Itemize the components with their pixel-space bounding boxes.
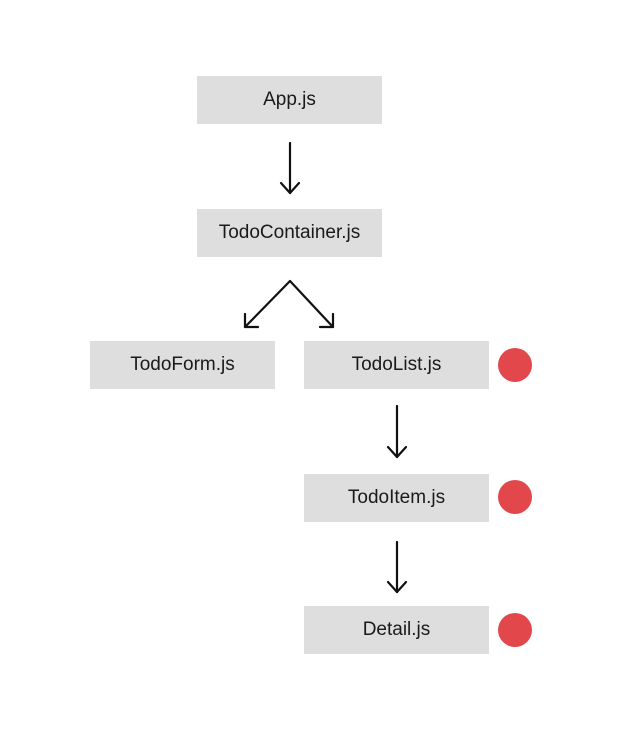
node-todo-list: TodoList.js (304, 341, 489, 389)
node-todo-form: TodoForm.js (90, 341, 275, 389)
node-todo-container-label: TodoContainer.js (218, 222, 361, 243)
edge-todo-item-to-detail (386, 540, 408, 594)
marker-dot-detail (498, 613, 532, 647)
node-todo-container: TodoContainer.js (197, 209, 382, 257)
node-detail: Detail.js (304, 606, 489, 654)
marker-dot-todo-item (498, 480, 532, 514)
node-todo-item-label: TodoItem.js (347, 487, 446, 508)
node-todo-list-label: TodoList.js (351, 354, 442, 375)
node-detail-label: Detail.js (362, 619, 431, 640)
edge-todo-container-to-todo-list (288, 279, 335, 329)
node-todo-item: TodoItem.js (304, 474, 489, 522)
edge-todo-container-to-todo-form (243, 279, 292, 329)
marker-dot-todo-list (498, 348, 532, 382)
node-app: App.js (197, 76, 382, 124)
edge-app-to-todo-container (279, 141, 301, 195)
node-todo-form-label: TodoForm.js (130, 354, 235, 375)
node-app-label: App.js (263, 89, 316, 110)
edge-todo-list-to-todo-item (386, 404, 408, 459)
